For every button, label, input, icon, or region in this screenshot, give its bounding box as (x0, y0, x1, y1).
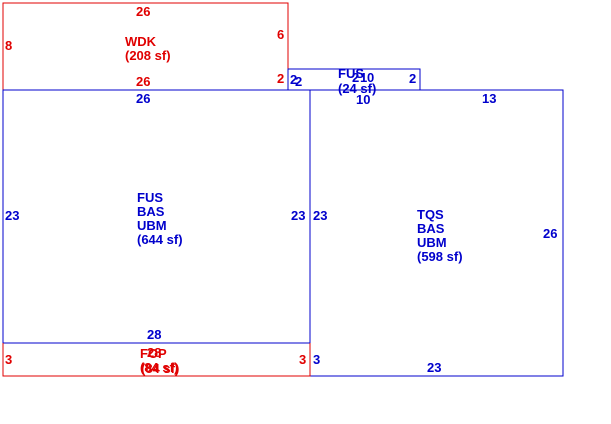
wdk-dim-right: 6 (277, 27, 284, 42)
wdk-dim-notch: 2 (277, 71, 284, 86)
fop-outline (2, 343, 311, 377)
fop-dim-right: 3 (299, 352, 306, 367)
main-left-dim-right: 23 (291, 208, 305, 223)
main-right-area-sf: (598 sf) (417, 249, 463, 264)
fus-small-dim-bottom: 10 (356, 92, 370, 107)
fus-small-area: FUS (24 sf) 2 1 0 2 2 2 10 (287, 66, 421, 107)
wdk-dim-bottom: 26 (136, 74, 150, 89)
fop-dim-left: 3 (5, 352, 12, 367)
fus-small-label: FUS (338, 66, 364, 81)
main-left-label-1: FUS (137, 190, 163, 205)
main-left-label-3: UBM (137, 218, 167, 233)
main-right-label-2: BAS (417, 221, 445, 236)
main-right-dim-top: 13 (482, 91, 496, 106)
fus-small-dim-right: 2 (409, 71, 416, 86)
main-right-dim-bottom-left: 3 (313, 352, 320, 367)
main-right-dim-bottom: 23 (427, 360, 441, 375)
main-left-area-sf: (644 sf) (137, 232, 183, 247)
fop-overlap-dim: 28 (147, 345, 161, 360)
main-right-label-3: UBM (417, 235, 447, 250)
wdk-dim-top: 26 (136, 4, 150, 19)
fop-overlap-area-sf: (84 sf) (141, 361, 179, 376)
fus-small-area-sf: (24 sf) (338, 81, 376, 96)
fop-label: FOP (140, 346, 167, 361)
fop-area: FOP 28 (84 sf) (84 sf) 3 3 (2, 343, 311, 377)
main-left-area: FUS BAS UBM (644 sf) 26 23 23 28 (2, 89, 311, 344)
main-left-dim-bottom: 28 (147, 327, 161, 342)
wdk-area-sf: (208 sf) (125, 48, 171, 63)
main-right-area: TQS BAS UBM (598 sf) 13 23 26 23 3 (309, 89, 564, 377)
fus-small-dim-left-b: 2 (295, 74, 302, 89)
wdk-outline (2, 2, 289, 90)
fus-small-overlap-digit: 2 (352, 70, 359, 85)
main-right-dim-right: 26 (543, 226, 557, 241)
wdk-area: WDK (208 sf) 26 8 6 26 2 (2, 2, 289, 90)
wdk-label: WDK (125, 34, 157, 49)
fus-small-dim-left-a: 2 (290, 72, 297, 87)
fop-area-sf: (84 sf) (140, 360, 178, 375)
main-right-dim-left: 23 (313, 208, 327, 223)
main-right-label-1: TQS (417, 207, 444, 222)
main-left-dim-top: 26 (136, 91, 150, 106)
main-right-outline (309, 89, 564, 377)
main-left-dim-left: 23 (5, 208, 19, 223)
wdk-dim-left: 8 (5, 38, 12, 53)
main-left-label-2: BAS (137, 204, 165, 219)
fus-small-overlap-digit: 1 (360, 70, 367, 85)
fus-small-overlap-digit: 0 (367, 70, 374, 85)
